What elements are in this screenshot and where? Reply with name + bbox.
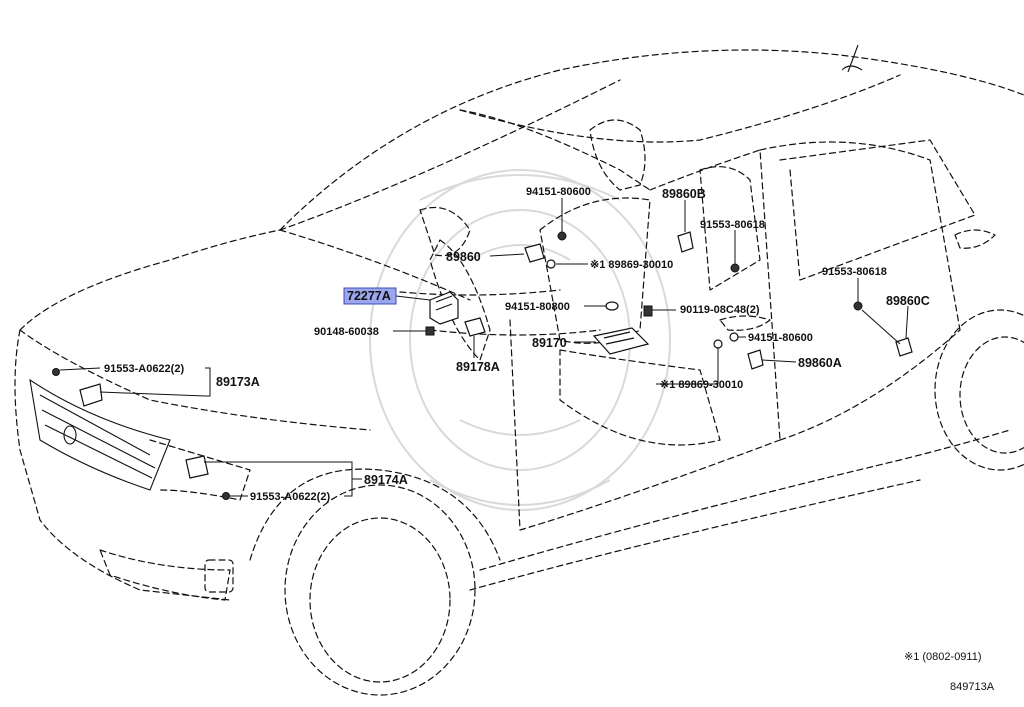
label-91553-A0622-bottom[interactable]: 91553-A0622(2) [250,491,330,503]
nut-94151-80800[interactable] [605,301,619,311]
sensor-89860A[interactable] [747,349,764,370]
label-89860A[interactable]: 89860A [798,356,842,370]
bolt-91553-80618-b[interactable] [853,301,863,311]
nut-94151-80600-top[interactable] [557,231,567,241]
bracket-89178A[interactable] [464,317,486,337]
clip-89869-30010-bottom[interactable] [713,339,723,349]
highlight-72277A[interactable] [343,287,397,305]
footnote: ※1 (0802-0911) [904,651,982,663]
label-94151-80800[interactable]: 94151-80800 [505,301,570,313]
label-89170[interactable]: 89170 [532,336,567,350]
label-91553-80618-a[interactable]: 91553-80618 [700,219,765,231]
sensor-89173A[interactable] [79,383,103,407]
label-90119-08C48[interactable]: 90119-08C48(2) [680,304,760,316]
label-90148-60038[interactable]: 90148-60038 [314,326,379,338]
bolt-90148-60038[interactable] [425,326,435,336]
label-91553-A0622-top[interactable]: 91553-A0622(2) [104,363,184,375]
car-outline [14,44,1024,696]
label-89860C[interactable]: 89860C [886,294,930,308]
label-89178A[interactable]: 89178A [456,360,500,374]
label-91553-80618-b[interactable]: 91553-80618 [822,266,887,278]
parts [52,231,913,500]
bolt-90119-08C48[interactable] [643,305,653,317]
sensor-89860B[interactable] [677,231,694,253]
bolt-91553-A0622-bottom[interactable] [222,492,230,500]
sensor-89174A[interactable] [185,455,209,479]
bracket-72277A[interactable] [429,291,459,325]
label-89174A[interactable]: 89174A [364,473,408,487]
label-89869-30010-top[interactable]: ※1 89869-30010 [590,259,673,271]
bolt-91553-A0622-top[interactable] [52,368,60,376]
label-89860B[interactable]: 89860B [662,187,706,201]
sensor-89860[interactable] [524,243,545,263]
bolt-91553-80618-a[interactable] [730,263,740,273]
label-94151-80600-top[interactable]: 94151-80600 [526,186,591,198]
nut-94151-80600-right[interactable] [729,332,739,342]
label-89869-30010-bottom[interactable]: ※1 89869-30010 [660,379,743,391]
clip-89869-30010-top[interactable] [546,259,556,269]
sensor-89860C[interactable] [895,337,913,357]
part-labels: 72277A 90148-60038 91553-A0622(2) 89173A… [104,186,930,503]
diagram-code: 849713A [950,681,995,693]
label-72277A[interactable]: 72277A [347,289,391,303]
label-89173A[interactable]: 89173A [216,375,260,389]
leader-lines [59,198,909,497]
label-94151-80600-right[interactable]: 94151-80600 [748,332,813,344]
label-89860[interactable]: 89860 [446,250,481,264]
